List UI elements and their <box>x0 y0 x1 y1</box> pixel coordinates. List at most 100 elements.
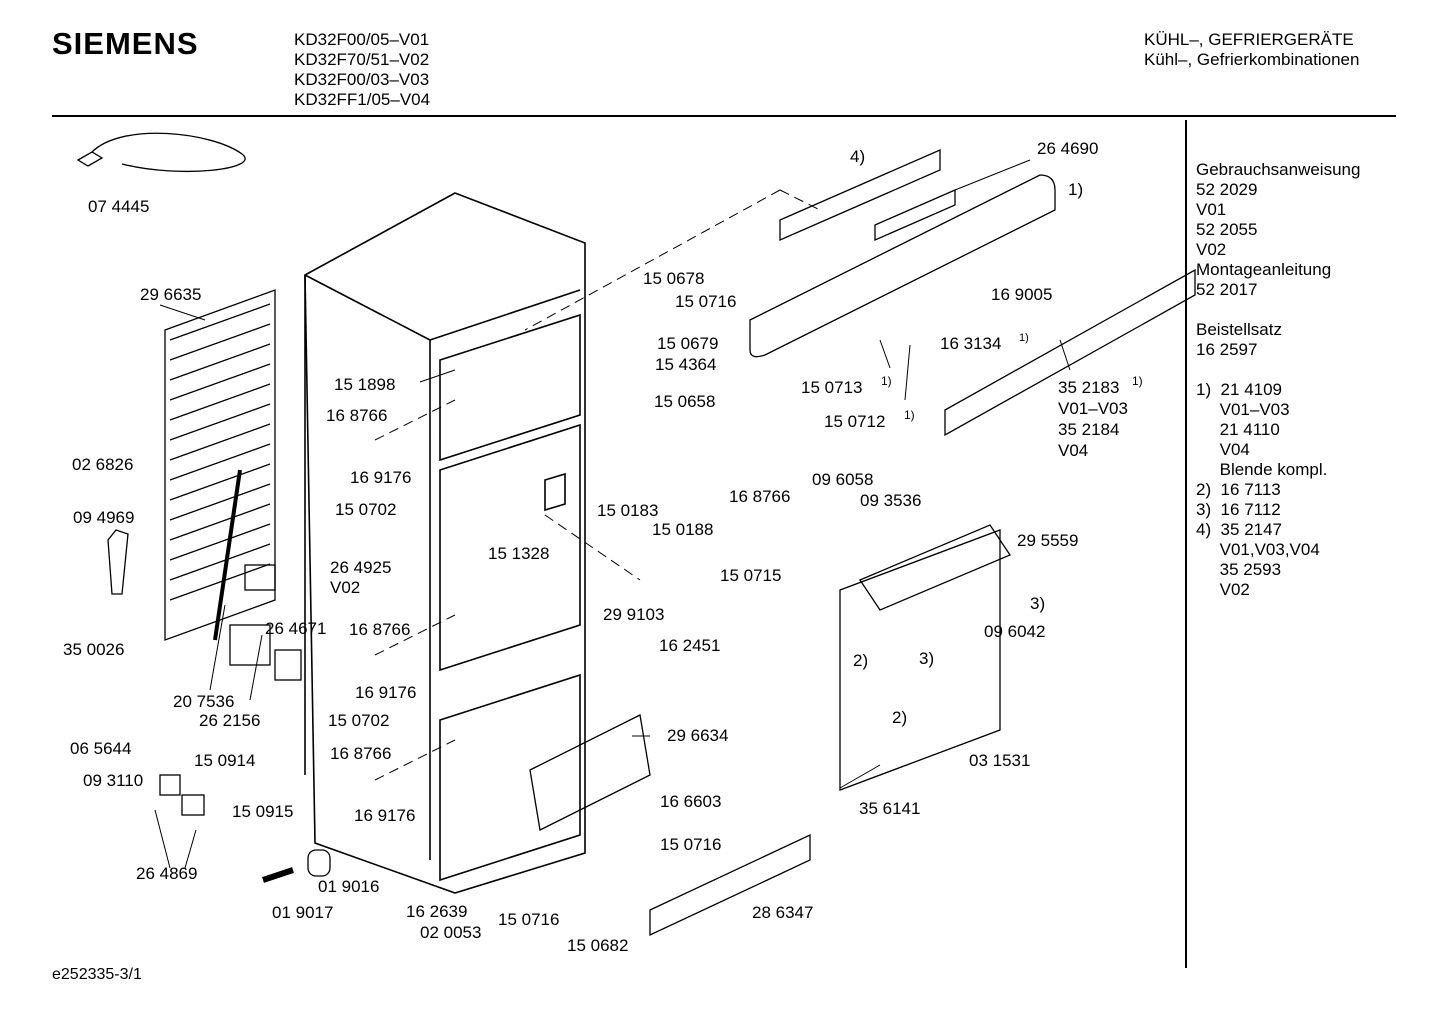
relay-shape <box>244 564 276 591</box>
part-label: 15 0678 <box>643 269 704 288</box>
part-label: 2) <box>892 708 907 727</box>
side-line: Montageanleitung <box>1196 260 1332 279</box>
part-label: V04 <box>1058 441 1088 460</box>
side-line: 52 2017 <box>1196 280 1258 299</box>
model-list: KD32F00/05–V01 KD32F70/51–V02 KD32F00/03… <box>294 30 430 110</box>
part-label: 1) <box>1068 180 1083 199</box>
part-label: 16 8766 <box>330 744 391 763</box>
part-label: 15 0183 <box>597 501 658 520</box>
part-label: 16 8766 <box>729 487 790 506</box>
side-line: 16 2597 <box>1196 340 1258 359</box>
side-line: V02 <box>1196 240 1227 259</box>
control-panel-shape <box>749 174 1056 358</box>
hinge-cover-shape <box>859 524 1011 611</box>
side-line: 35 2593 <box>1196 560 1282 579</box>
part-label: 01 9016 <box>318 877 379 896</box>
model-line: KD32FF1/05–V04 <box>294 90 431 109</box>
model-line: KD32F70/51–V02 <box>294 50 430 69</box>
part-label: 09 3536 <box>860 491 921 510</box>
part-label: 26 4925 <box>330 558 391 577</box>
part-label: 26 2156 <box>199 711 260 730</box>
footnote-marker: 1) <box>881 374 892 388</box>
part-label: 35 6141 <box>859 799 920 818</box>
display-panel-shape <box>779 149 941 241</box>
category-line: Kühl–, Gefrierkombinationen <box>1144 50 1360 69</box>
part-label: 29 9103 <box>603 605 664 624</box>
part-label: 09 4969 <box>73 508 134 527</box>
sleeve-shape <box>307 849 331 877</box>
base-plate-shape <box>839 529 1001 791</box>
part-label: 02 0053 <box>420 923 481 942</box>
side-line: 1) 21 4109 <box>1196 380 1283 399</box>
part-label: 06 5644 <box>70 739 131 758</box>
footnote-marker: 1) <box>904 408 915 422</box>
evaporator-plate-shape <box>529 714 651 831</box>
side-line: Blende kompl. <box>1196 460 1328 479</box>
side-line: 2) 16 7113 <box>1196 480 1281 499</box>
part-label: 3) <box>919 649 934 668</box>
box-shape <box>229 624 271 666</box>
side-line: V04 <box>1196 440 1250 459</box>
tube-shape <box>213 469 242 641</box>
part-label: 15 1898 <box>334 375 395 394</box>
part-label: 16 2451 <box>659 636 720 655</box>
side-line: V01,V03,V04 <box>1196 540 1320 559</box>
part-label: 15 1328 <box>488 544 549 563</box>
part-label: 15 0914 <box>194 751 255 770</box>
side-line: 4) 35 2147 <box>1196 520 1283 539</box>
part-label: 07 4445 <box>88 197 149 216</box>
part-label: 15 0716 <box>675 292 736 311</box>
clip-shape-2 <box>181 794 205 816</box>
part-label: 01 9017 <box>272 903 333 922</box>
condenser-shape <box>164 289 276 641</box>
part-label: 09 3110 <box>83 771 143 790</box>
side-line: V01–V03 <box>1196 400 1290 419</box>
side-line: 52 2055 <box>1196 220 1258 239</box>
pin-shape <box>262 867 294 883</box>
side-line <box>1196 360 1360 380</box>
part-label: 16 9176 <box>350 468 411 487</box>
part-label: 4) <box>850 147 865 166</box>
part-label: 16 9176 <box>355 683 416 702</box>
part-label: 35 2183 <box>1058 378 1119 397</box>
part-label: 15 0188 <box>652 520 713 539</box>
footnote-marker: 1) <box>1019 332 1029 344</box>
part-label: 16 9176 <box>354 806 415 825</box>
part-label: 16 2639 <box>406 902 467 921</box>
part-label: 35 2184 <box>1058 420 1119 439</box>
part-label: 02 6826 <box>72 455 133 474</box>
part-label: 09 6042 <box>984 622 1045 641</box>
category-line: KÜHL–, GEFRIERGERÄTE <box>1144 30 1354 49</box>
part-label: V01–V03 <box>1058 399 1128 418</box>
assembly-lines <box>374 189 821 781</box>
side-panel: Gebrauchsanweisung 52 2029 V01 52 2055 V… <box>1196 160 1360 600</box>
part-label: 29 6634 <box>667 726 728 745</box>
part-label: 3) <box>1030 594 1045 613</box>
cabinet-shape <box>304 192 586 894</box>
part-label: 15 0716 <box>660 835 721 854</box>
side-line: Beistellsatz <box>1196 320 1282 339</box>
side-line: 21 4110 <box>1196 420 1280 439</box>
clip-shape <box>159 774 181 796</box>
part-label: 15 0682 <box>567 936 628 955</box>
drain-hose-shape <box>107 529 129 595</box>
part-label: 29 5559 <box>1017 531 1078 550</box>
footnote-marker: 1) <box>1132 374 1143 388</box>
side-line: 52 2029 <box>1196 180 1258 199</box>
part-label: 15 0915 <box>232 802 293 821</box>
part-label: 15 0715 <box>720 566 781 585</box>
part-label: 15 0716 <box>498 910 559 929</box>
model-line: KD32F00/03–V03 <box>294 70 430 89</box>
document-id: e252335-3/1 <box>52 966 142 983</box>
category-heading: KÜHL–, GEFRIERGERÄTE Kühl–, Gefrierkombi… <box>1144 30 1359 70</box>
side-line: V01 <box>1196 200 1227 219</box>
part-label: 15 4364 <box>655 355 716 374</box>
part-label: 16 6603 <box>660 792 721 811</box>
part-label: 15 0702 <box>335 500 396 519</box>
power-cord-shape <box>76 132 246 173</box>
side-line: Gebrauchsanweisung <box>1196 160 1361 179</box>
part-label: 15 0713 <box>801 378 862 397</box>
part-label: 15 0712 <box>824 412 885 431</box>
part-label: 15 0658 <box>654 392 715 411</box>
